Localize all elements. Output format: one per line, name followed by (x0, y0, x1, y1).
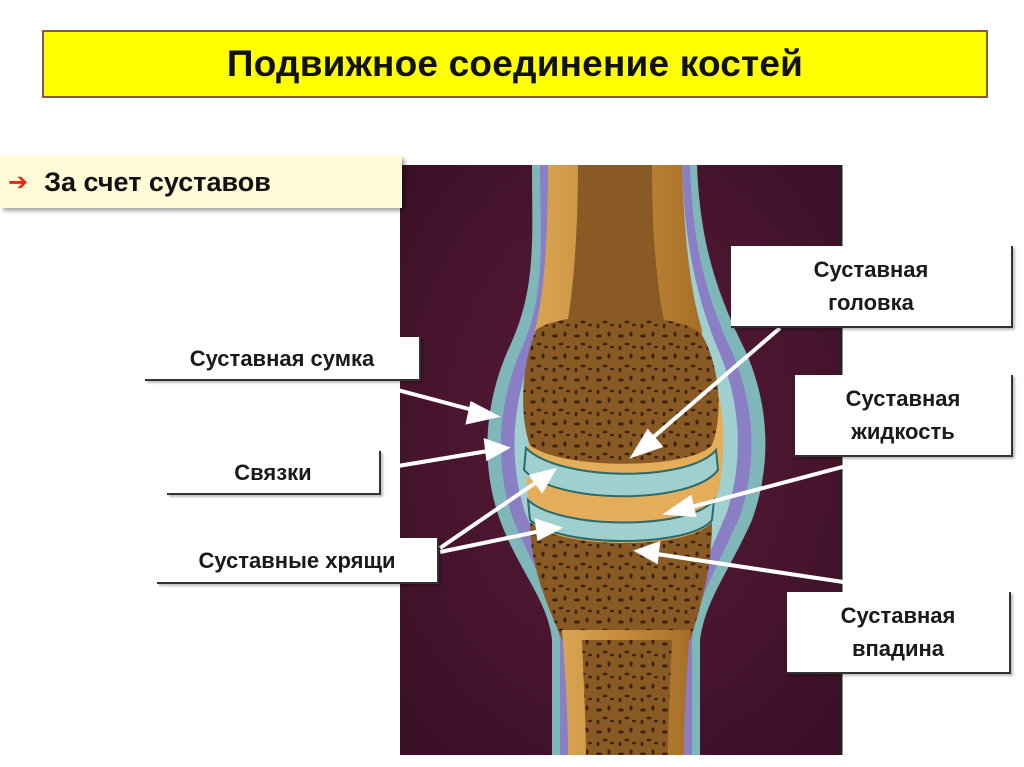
label-ligaments: Связки (167, 451, 381, 495)
label-joint-head: Суставная головка (731, 246, 1013, 328)
title-banner: Подвижное соединение костей (42, 30, 988, 98)
label-cartilages: Суставные хрящи (157, 538, 439, 584)
label-joint-socket: Суставная впадина (787, 592, 1011, 674)
page-title: Подвижное соединение костей (226, 43, 804, 84)
bullet-text: За счет суставов (44, 166, 271, 197)
label-synovial-fluid: Суставная жидкость (795, 375, 1013, 457)
right-arrow-icon: ➔ (8, 168, 29, 196)
upper-cartilage (522, 445, 720, 498)
joint-socket (530, 522, 712, 640)
lower-cartilage (526, 496, 716, 542)
pointer-arrows (374, 326, 891, 591)
label-joint-capsule: Суставная сумка (145, 337, 421, 381)
bullet-box: ➔ За счет суставов (0, 156, 402, 208)
joint-head (523, 315, 719, 464)
